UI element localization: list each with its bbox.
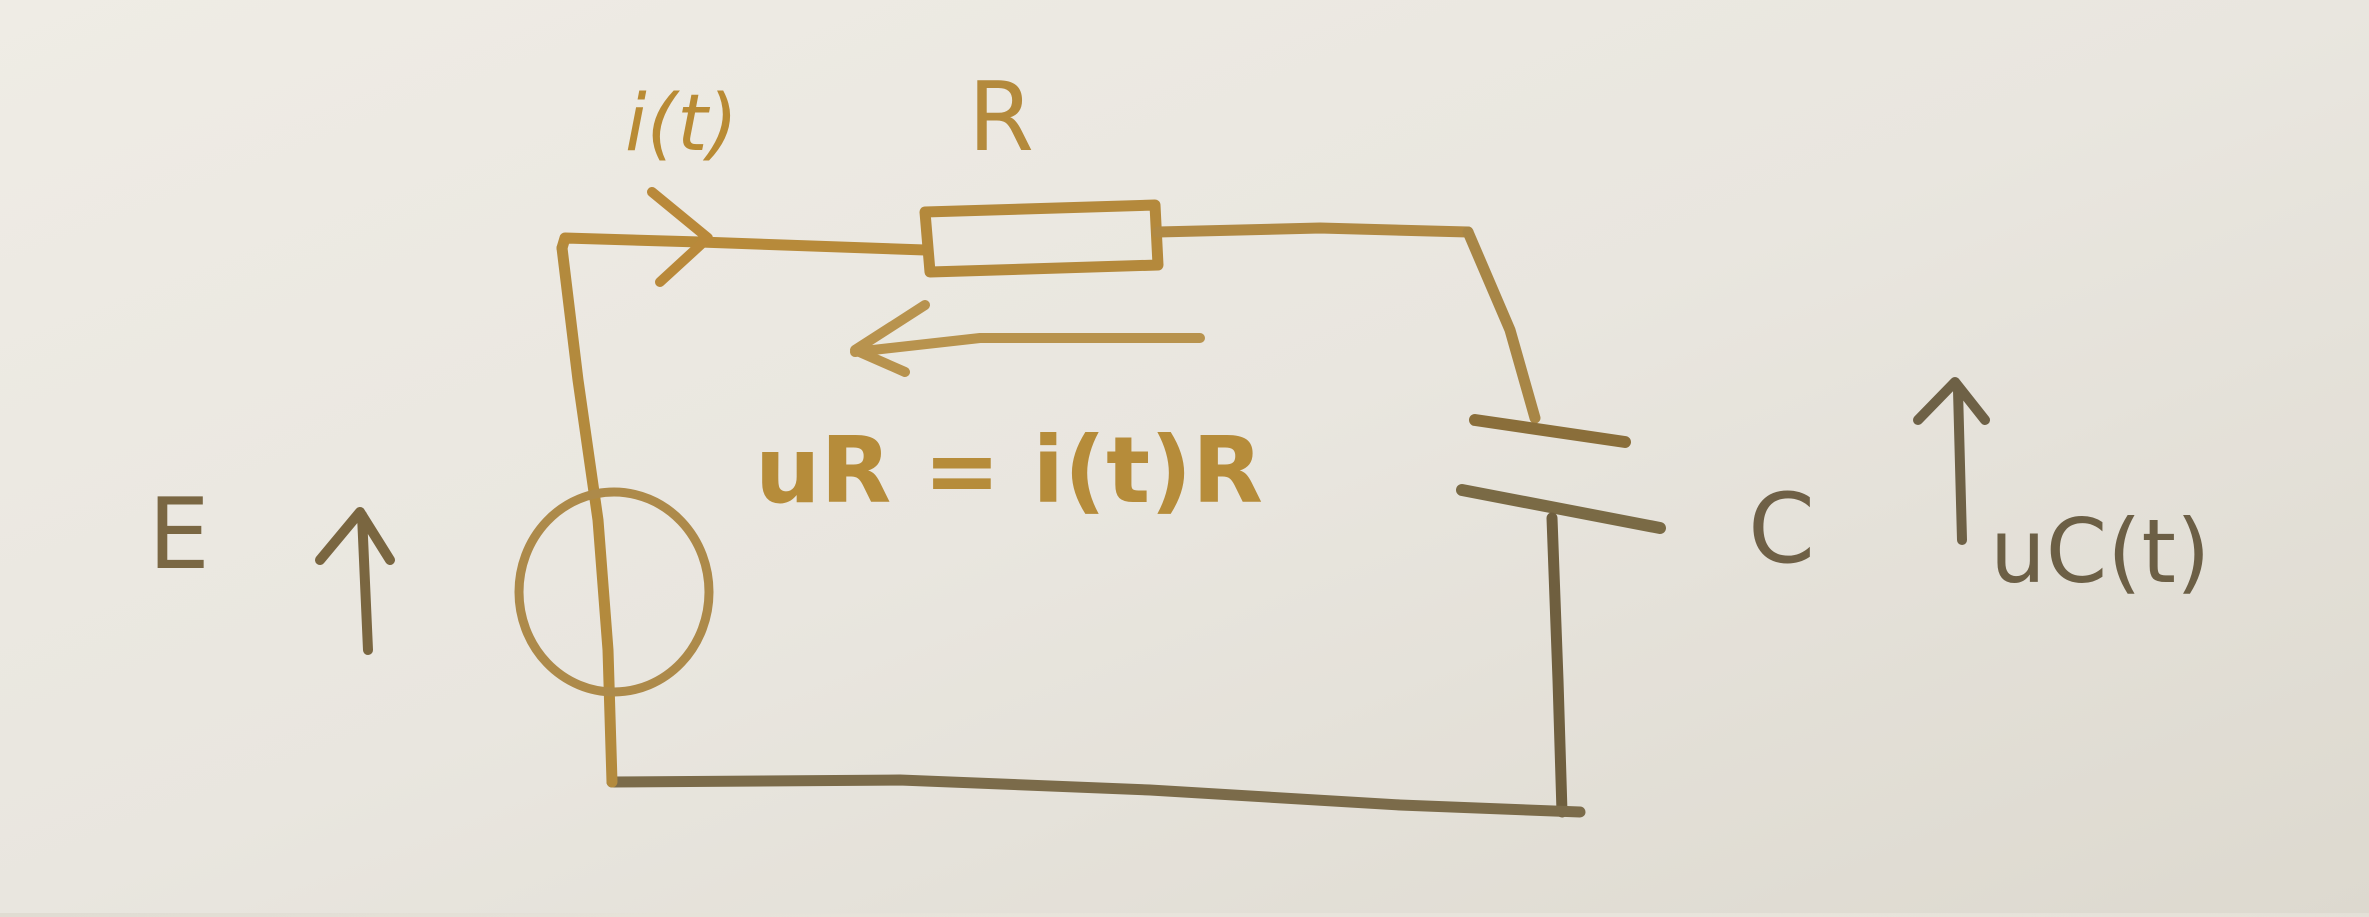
top-right-wire [1152,222,1474,238]
resistor-symbol [919,199,1164,278]
capacitor-bottom-plate [1456,484,1666,534]
right-lower-wire [1546,512,1568,818]
voltage-source-symbol [514,487,714,697]
capacitor-voltage-arrow-icon [1913,377,1990,545]
capacitor-top-plate [1469,414,1631,448]
capacitor-label: C [1748,473,1815,585]
resistor-voltage-label: uR = i(t)R [755,417,1263,524]
bottom-wire [606,774,1586,818]
right-upper-wire [1462,226,1541,424]
current-arrow-icon [647,187,713,287]
source-voltage-arrow-icon [315,507,395,655]
current-label: i(t) [625,79,738,169]
resistor-label: R [968,63,1034,173]
resistor-voltage-arrow-icon [850,300,1205,377]
capacitor-voltage-label: uC(t) [1990,500,2210,603]
source-label: E [148,478,210,592]
